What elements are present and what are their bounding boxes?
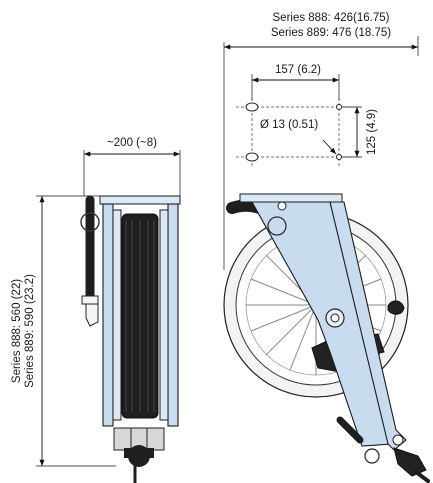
bolt-hole-pattern xyxy=(236,98,352,168)
side-hose-guide xyxy=(85,303,99,327)
hole-spacing-horizontal-label: 157 (6.2) xyxy=(275,64,321,76)
front-swivel xyxy=(364,448,380,464)
side-hose-clamp xyxy=(81,295,99,305)
side-right-inner xyxy=(159,209,169,421)
front-latch xyxy=(387,300,405,315)
front-view xyxy=(223,193,430,483)
side-left-frame xyxy=(102,203,114,427)
bolt-hole-bottom-left xyxy=(245,152,259,162)
side-hose-ring xyxy=(80,212,100,232)
bolt-hole-top-left xyxy=(245,102,259,112)
side-right-frame xyxy=(167,203,179,427)
height-label-888: Series 888: 560 (22) xyxy=(11,279,23,383)
bolt-hole-bottom-right xyxy=(336,154,342,160)
depth-label: ~200 (~8) xyxy=(107,137,157,149)
hole-spacing-vertical-dimension: 125 (4.9) xyxy=(343,106,378,158)
side-view xyxy=(80,195,181,483)
side-hose-coils xyxy=(125,220,155,412)
height-label-889: Series 889: 590 (23.2) xyxy=(24,274,36,388)
front-hose-ring xyxy=(267,216,287,236)
hole-diameter-label: Ø 13 (0.51) xyxy=(260,119,318,131)
width-label-888: Series 888: 426(16.75) xyxy=(273,12,390,24)
side-top-plate xyxy=(99,195,181,205)
depth-dimension: ~200 (~8) xyxy=(83,137,181,196)
hole-spacing-horizontal-dimension: 157 (6.2) xyxy=(251,64,340,100)
overall-width-dimension: Series 888: 426(16.75) Series 889: 476 (… xyxy=(223,12,419,270)
front-outlet xyxy=(393,447,427,477)
side-left-inner xyxy=(112,209,122,421)
front-wall-plate xyxy=(239,193,343,203)
hole-spacing-vertical-label: 125 (4.9) xyxy=(366,109,378,155)
bolt-hole-top-right xyxy=(336,104,342,110)
width-label-889: Series 889: 476 (18.75) xyxy=(271,27,391,39)
height-dimension: Series 888: 560 (22) Series 889: 590 (23… xyxy=(11,195,116,467)
